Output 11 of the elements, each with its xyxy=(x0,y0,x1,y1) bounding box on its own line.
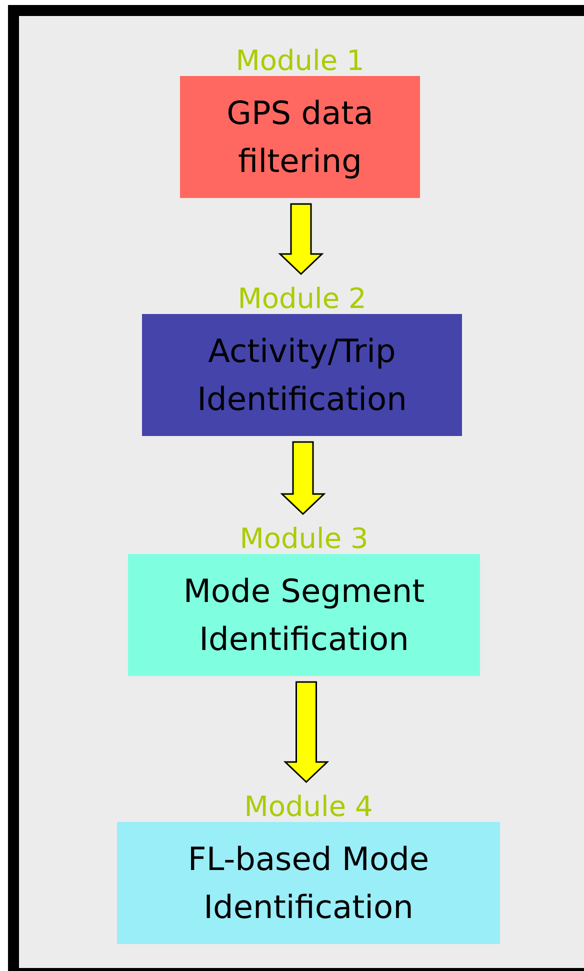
module-label: Module 1 xyxy=(236,46,364,76)
process-box: Activity/Trip Identification xyxy=(142,314,462,436)
process-box: Mode Segment Identification xyxy=(128,554,480,676)
module-label: Module 3 xyxy=(240,524,368,554)
module-label: Module 4 xyxy=(244,792,373,822)
block-arrow xyxy=(278,203,324,276)
block-arrow xyxy=(280,441,326,516)
block-arrow xyxy=(283,681,330,784)
process-box: FL-based Mode Identification xyxy=(117,822,500,944)
process-box: GPS data filtering xyxy=(180,76,420,198)
module-label: Module 2 xyxy=(238,284,366,314)
